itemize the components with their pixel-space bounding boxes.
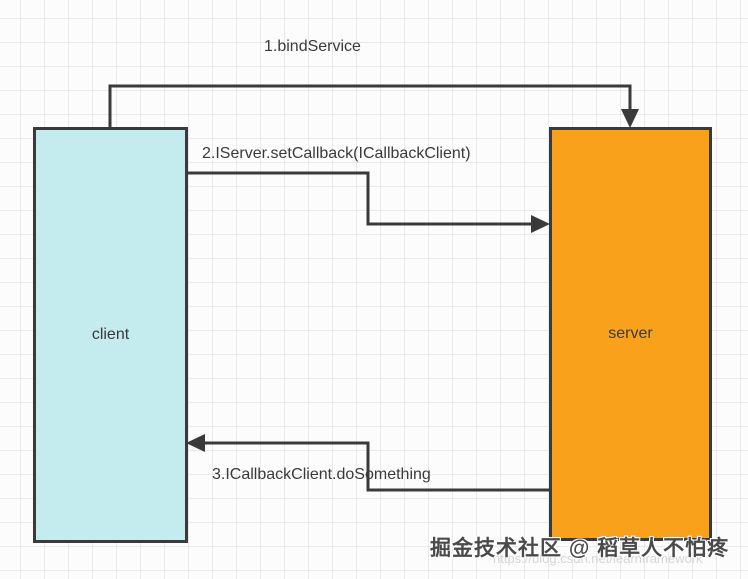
arrowhead-left-icon (186, 434, 205, 452)
arrowhead-down-icon (621, 109, 639, 128)
arrow-label-do-something: 3.ICallbackClient.doSomething (212, 466, 431, 483)
arrowhead-right-icon (531, 215, 550, 233)
server-node: server (549, 127, 712, 541)
server-node-label: server (608, 325, 653, 342)
arrow-bind-service-line (108, 84, 632, 127)
client-node: client (33, 127, 188, 543)
client-node-label: client (91, 326, 130, 343)
arrow-label-bind-service: 1.bindService (264, 38, 361, 55)
arrow-label-set-callback: 2.IServer.setCallback(ICallbackClient) (202, 145, 471, 162)
watermark-text: 掘金技术社区 @ 稻草人不怕疼 (430, 537, 730, 560)
watermark-url: https://blog.csdn.net/learnframework (493, 551, 703, 566)
arrow-set-callback-line (187, 171, 532, 226)
